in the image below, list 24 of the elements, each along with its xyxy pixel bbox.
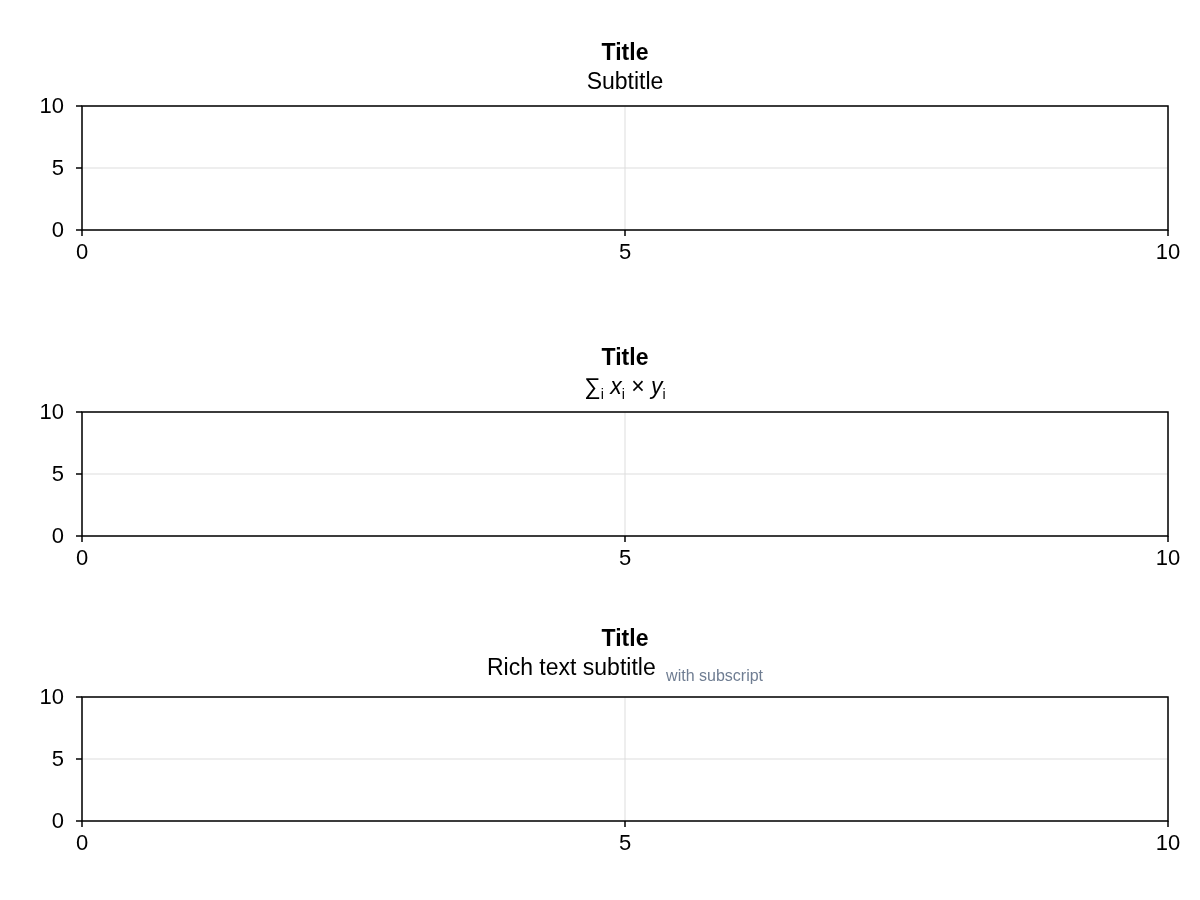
y-tick-label: 10 bbox=[39, 400, 64, 424]
chart-title: Title bbox=[601, 623, 649, 652]
y-tick-label: 10 bbox=[39, 685, 64, 709]
y-tick-label: 5 bbox=[51, 747, 64, 771]
y-tick-label: 5 bbox=[51, 156, 64, 180]
x-tick-label: 5 bbox=[618, 240, 632, 264]
chart-subtitle: Subtitle bbox=[586, 67, 664, 96]
x-tick-label: 10 bbox=[1155, 546, 1181, 570]
x-tick-label: 5 bbox=[618, 546, 632, 570]
x-tick-label: 10 bbox=[1155, 831, 1181, 855]
chart-title: Title bbox=[601, 343, 649, 371]
x-tick-label: 0 bbox=[75, 546, 89, 570]
y-tick-label: 0 bbox=[51, 218, 64, 242]
x-tick-label: 5 bbox=[618, 831, 632, 855]
y-tick-label: 0 bbox=[51, 809, 64, 833]
y-tick-label: 10 bbox=[39, 94, 64, 118]
chart-title: Title bbox=[601, 38, 649, 66]
x-tick-label: 0 bbox=[75, 240, 89, 264]
x-tick-label: 0 bbox=[75, 831, 89, 855]
y-tick-label: 0 bbox=[51, 524, 64, 548]
y-tick-label: 5 bbox=[51, 462, 64, 486]
x-tick-label: 10 bbox=[1155, 240, 1181, 264]
chart-subtitle: ∑$_{i}$ x$_{i}$ × y$_{i}$ bbox=[584, 372, 666, 404]
chart-subtitle: Rich text subtitle $_{with subscript}$ bbox=[486, 652, 764, 686]
